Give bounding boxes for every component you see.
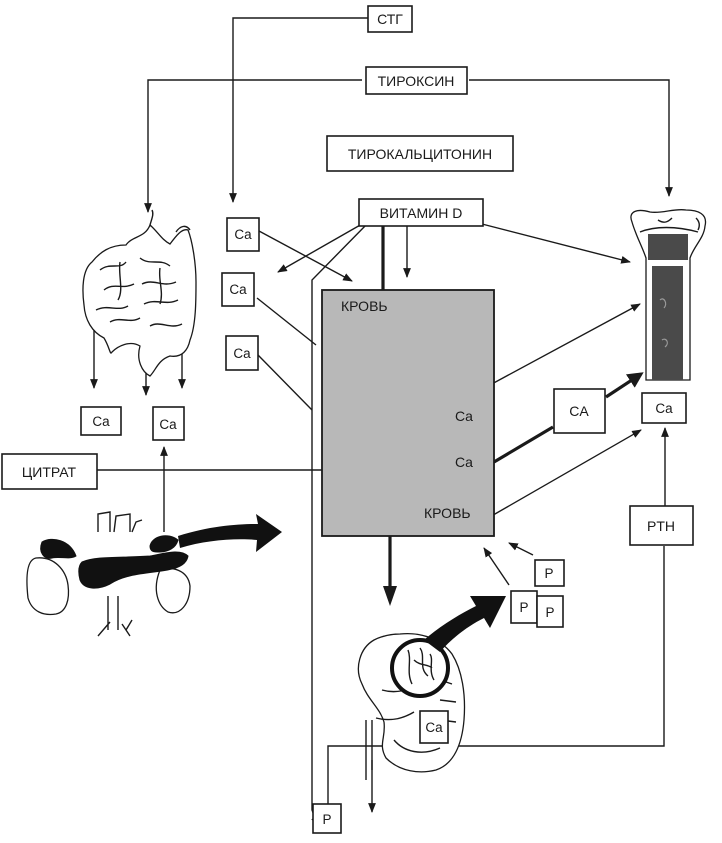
pth-to-kidney-line xyxy=(324,546,665,827)
pth-box: PTH xyxy=(629,505,694,546)
phosphate-box-1: P xyxy=(534,559,565,587)
blood-to-bone-line xyxy=(476,303,641,393)
svg-text:CA: CA xyxy=(569,403,589,419)
intestine-ca-box-2: Ca xyxy=(152,406,185,441)
svg-text:ТИРОКСИН: ТИРОКСИН xyxy=(378,73,455,89)
thyroxine-to-bone-connector xyxy=(469,79,673,197)
svg-text:ТИРОКАЛЬЦИТОНИН: ТИРОКАЛЬЦИТОНИН xyxy=(348,146,492,162)
ca-box-left-2: Ca xyxy=(221,272,255,307)
svg-text:СТГ: СТГ xyxy=(377,11,403,27)
svg-text:P: P xyxy=(322,812,331,827)
citrate-box: ЦИТРАТ xyxy=(1,453,98,490)
svg-text:Ca: Ca xyxy=(159,417,177,432)
svg-text:P: P xyxy=(545,605,554,620)
blood-ca-to-ca-box-thick xyxy=(493,425,554,464)
svg-text:Ca: Ca xyxy=(92,414,110,429)
svg-text:Ca: Ca xyxy=(425,720,443,735)
pancreas-kidneys-icon xyxy=(26,511,191,637)
blood-to-bone-ca-line xyxy=(487,429,642,519)
ca1-to-blood-arrow xyxy=(258,230,353,282)
svg-text:Ca: Ca xyxy=(655,401,673,416)
excreted-phosphate-box: P xyxy=(312,803,342,834)
phosphate-box-3: P xyxy=(536,595,564,628)
ca3-to-blood-line xyxy=(257,354,313,411)
svg-text:ВИТАМИН D: ВИТАМИН D xyxy=(380,205,463,221)
svg-text:Ca: Ca xyxy=(229,282,247,297)
bone-icon xyxy=(630,208,707,381)
ca2-to-blood-line xyxy=(256,297,317,346)
vitd-to-left-arrow xyxy=(277,223,363,273)
stg-box: СТГ xyxy=(367,5,413,33)
svg-text:Ca: Ca xyxy=(233,346,251,361)
kidney-icon xyxy=(357,632,466,780)
svg-text:ЦИТРАТ: ЦИТРАТ xyxy=(22,464,77,480)
blood-label-top: КРОВЬ xyxy=(341,298,388,314)
ca-box-left-1: Ca xyxy=(226,217,260,252)
blood-to-kidney-arrowhead xyxy=(383,586,397,606)
bone-ca-box: Ca xyxy=(641,392,687,424)
thyroxine-box: ТИРОКСИН xyxy=(365,66,468,95)
pancreas-to-blood-big-arrow xyxy=(178,514,282,552)
kidney-ca-box: Ca xyxy=(419,710,449,744)
ca-hormone-box: CA xyxy=(553,388,606,434)
svg-text:PTH: PTH xyxy=(647,518,675,534)
stg-connector xyxy=(229,17,368,203)
phosphate-arrow-2 xyxy=(483,547,510,586)
intestine-icon xyxy=(82,209,197,377)
phosphate-box-2: P xyxy=(510,590,538,624)
thyrocalcitonin-box: ТИРОКАЛЬЦИТОНИН xyxy=(326,135,514,172)
blood-ca-1: Ca xyxy=(455,408,473,424)
ca-box-to-bone-thick xyxy=(605,372,644,399)
blood-block xyxy=(321,289,495,537)
vitd-to-bone-connector xyxy=(481,223,631,264)
vitamin-d-box: ВИТАМИН D xyxy=(358,198,484,227)
blood-ca-2: Ca xyxy=(455,454,473,470)
svg-text:P: P xyxy=(544,566,553,581)
svg-text:Ca: Ca xyxy=(234,227,252,242)
phosphate-arrow-1 xyxy=(508,542,534,556)
kidney-to-phosphate-big-arrow xyxy=(424,596,506,652)
nephron-magnifier xyxy=(390,638,450,698)
blood-label-bottom: КРОВЬ xyxy=(424,505,471,521)
intestine-ca-box-1: Ca xyxy=(80,406,122,436)
svg-text:P: P xyxy=(519,600,528,615)
ca-box-left-3: Ca xyxy=(225,335,259,371)
thyroxine-to-intestine-connector xyxy=(144,79,362,213)
